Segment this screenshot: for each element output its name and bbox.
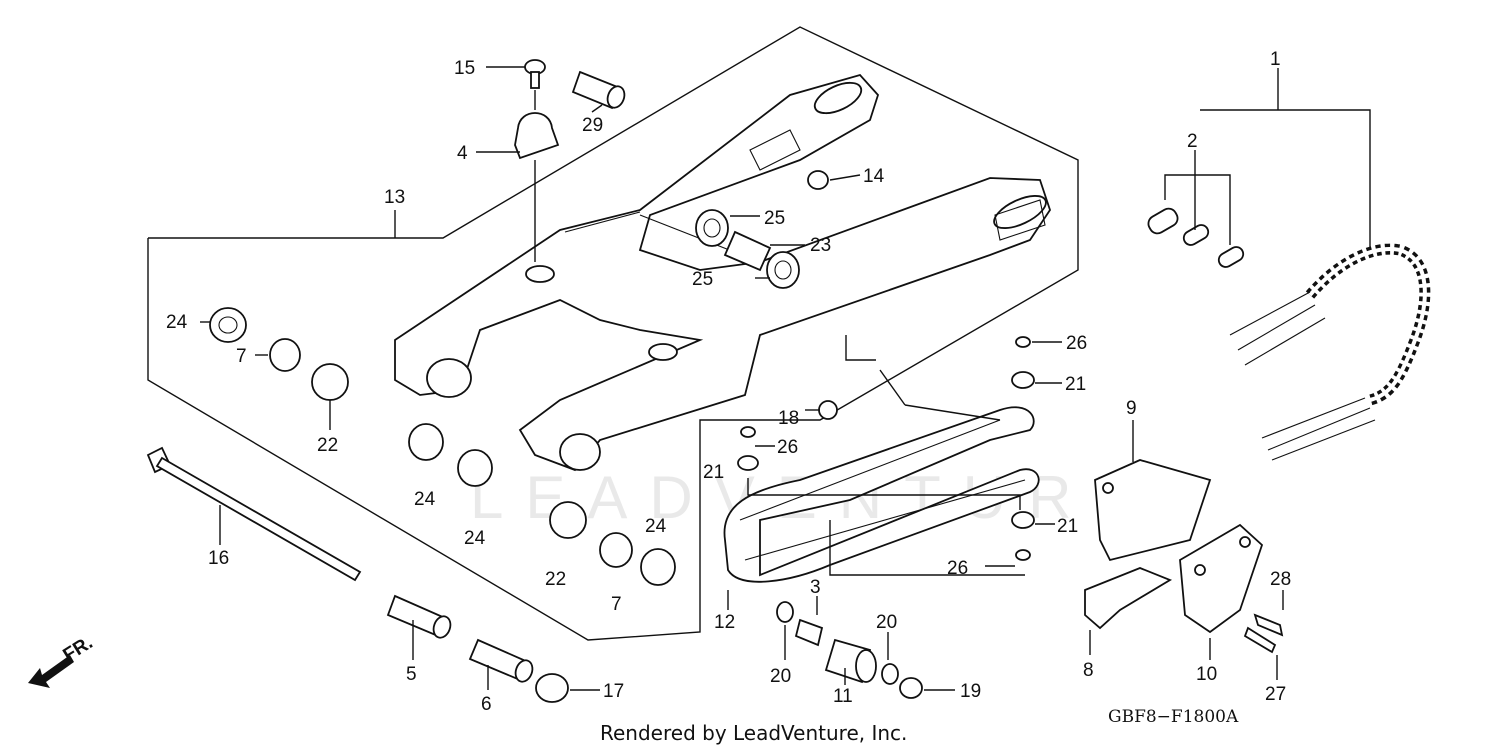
collar-6 (468, 638, 534, 683)
callout-13: 13 (384, 187, 405, 208)
callout-16: 16 (208, 548, 229, 569)
callout-19: 19 (960, 681, 981, 702)
callout-11: 11 (833, 686, 853, 707)
bolt-26-right (1015, 549, 1031, 561)
nut-17 (535, 673, 569, 703)
callout-7a: 7 (236, 346, 247, 367)
collar-3 (794, 618, 824, 647)
washer-20-left (776, 601, 794, 623)
bolt-27 (1243, 626, 1277, 654)
callout-5: 5 (406, 664, 417, 685)
callout-26c: 26 (947, 558, 968, 579)
footer-credit: Rendered by LeadVenture, Inc. (600, 721, 907, 745)
callout-24d: 24 (645, 516, 667, 537)
callout-4: 4 (457, 143, 468, 164)
callout-21c: 21 (1057, 516, 1078, 537)
callout-26b: 26 (777, 437, 798, 458)
callout-7b: 7 (611, 594, 622, 615)
spacer-7-lower (599, 532, 633, 568)
callout-6: 6 (481, 694, 492, 715)
collar-5 (386, 594, 452, 639)
callout-28: 28 (1270, 569, 1291, 590)
callout-18: 18 (778, 408, 799, 429)
seal-24-mid-b (457, 449, 493, 487)
seal-25-top (695, 209, 729, 247)
callout-2: 2 (1187, 131, 1198, 152)
seal-24-lower (640, 548, 676, 586)
seal-24-upper-left (209, 307, 247, 343)
washer-21-right (1011, 511, 1035, 529)
bearing-22-upper (311, 363, 349, 401)
callout-25a: 25 (764, 208, 785, 229)
front-arrow-icon (28, 655, 74, 688)
bolt-28 (1253, 613, 1284, 637)
callout-17: 17 (603, 681, 624, 702)
bearing-22-lower (549, 501, 587, 539)
bearing-23 (723, 230, 772, 272)
callout-8: 8 (1083, 660, 1094, 681)
seal-24-mid-a (408, 423, 444, 461)
pivot-bolt-16 (146, 446, 362, 582)
callout-10: 10 (1196, 664, 1217, 685)
bolt-15 (524, 59, 546, 89)
callout-labels: 1 2 3 4 5 6 7 7 8 9 10 11 12 13 14 15 16… (166, 49, 1291, 715)
diagram-code: GBF8−F1800A (1108, 707, 1239, 727)
washer-21-top (1011, 371, 1035, 389)
callout-24c: 24 (464, 528, 486, 549)
callout-12: 12 (714, 612, 735, 633)
washer-21-mid (737, 455, 759, 471)
callout-20a: 20 (770, 666, 791, 687)
callout-23: 23 (810, 235, 831, 256)
swingarm (394, 73, 1051, 472)
swingarm-group-outline (147, 26, 1079, 641)
collar-29 (571, 70, 626, 110)
nut-19 (899, 677, 923, 699)
callout-26a: 26 (1066, 333, 1087, 354)
callout-20b: 20 (876, 612, 897, 633)
callout-24b: 24 (414, 489, 436, 510)
roller-11 (824, 638, 877, 684)
washer-20-right (881, 663, 899, 685)
collar-18 (818, 400, 838, 420)
callout-21a: 21 (1065, 374, 1086, 395)
bracket-4 (514, 112, 560, 160)
callout-29: 29 (582, 115, 603, 136)
seal-25-bottom (766, 251, 800, 289)
drive-chain (1229, 243, 1431, 461)
front-direction-indicator: FR. (28, 632, 97, 688)
callout-24a: 24 (166, 312, 188, 333)
bolt-26-mid (740, 426, 756, 438)
callout-14: 14 (863, 166, 885, 187)
callout-22b: 22 (545, 569, 566, 590)
master-link (1147, 207, 1245, 268)
spacer-7-upper (269, 338, 301, 372)
callout-1: 1 (1270, 49, 1281, 70)
bolt-26-top (1015, 336, 1031, 348)
chain-slider (723, 406, 1040, 583)
callout-25b: 25 (692, 269, 713, 290)
callout-9: 9 (1126, 398, 1137, 419)
clip-14 (807, 170, 829, 190)
leader-lines (200, 66, 1371, 691)
callout-27: 27 (1265, 684, 1286, 705)
callout-21b: 21 (703, 462, 724, 483)
chain-guide (1084, 459, 1264, 634)
callout-15: 15 (454, 58, 475, 79)
callout-22a: 22 (317, 435, 338, 456)
callout-3: 3 (810, 577, 821, 598)
